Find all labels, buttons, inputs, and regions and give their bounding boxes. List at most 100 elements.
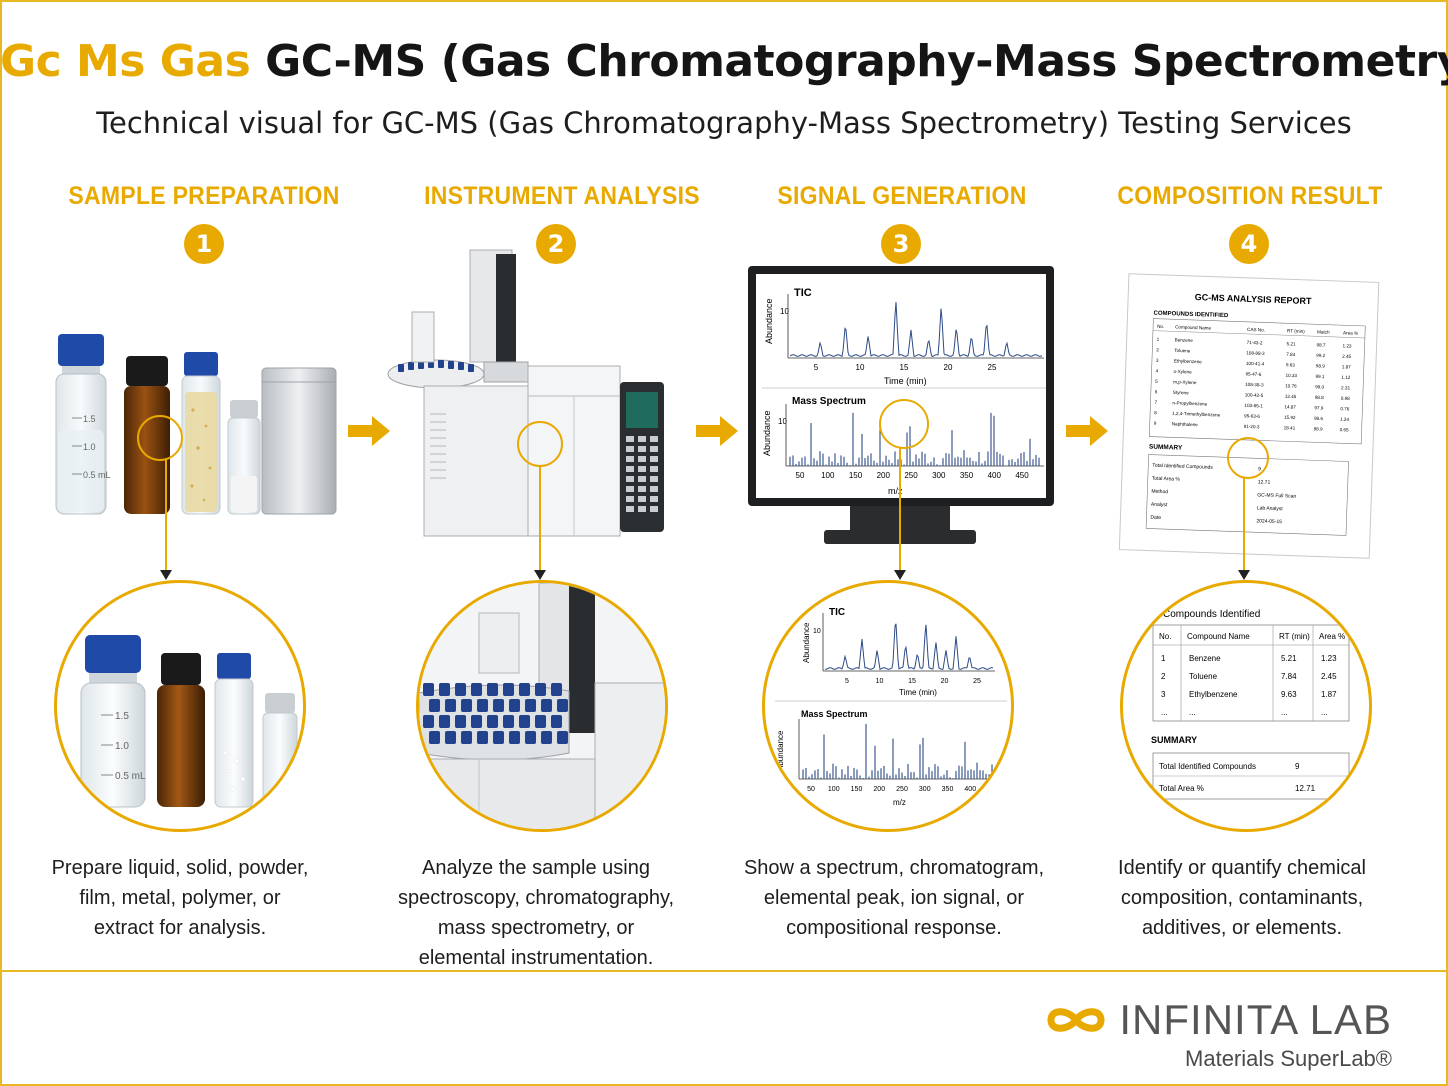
- step-3-badge: 3: [881, 224, 921, 264]
- zoom-report-summary-value: 12.71: [1295, 784, 1316, 793]
- tic-label: TIC: [794, 287, 812, 299]
- logo-tagline: Materials SuperLab®: [1185, 1046, 1392, 1071]
- report-cell: 99.1: [1315, 374, 1325, 379]
- tray-vial: [439, 683, 450, 696]
- tray-vial: [429, 699, 440, 712]
- report-cell: 98.9: [1316, 363, 1326, 368]
- zoom-tic-y-tick: 10: [813, 628, 821, 635]
- report-cell: 5: [1155, 379, 1158, 384]
- zoom-vial-mark-0-5: 0.5 mL: [115, 771, 146, 782]
- report-cell: o-Xylene: [1173, 369, 1192, 375]
- report-cell: 0.76: [1340, 406, 1350, 411]
- ms-label: Mass Spectrum: [792, 396, 866, 407]
- report-header-cell: Match: [1317, 329, 1330, 334]
- analysis-report-illustration: GC-MS ANALYSIS REPORT COMPOUNDS IDENTIFI…: [1118, 273, 1380, 559]
- report-summary-title: SUMMARY: [1149, 444, 1183, 452]
- axis-tick: 20: [941, 678, 949, 685]
- axis-tick: 250: [904, 471, 918, 480]
- report-cell: 2.31: [1341, 385, 1351, 390]
- report-cell: m,p-Xylene: [1173, 379, 1197, 385]
- gc-ms-instrument-illustration: [387, 249, 664, 537]
- zoom-report-cell: 9.63: [1281, 690, 1297, 699]
- step-1-title: SAMPLE PREPARATION: [68, 182, 340, 210]
- zoom-ms-label: Mass Spectrum: [801, 709, 868, 719]
- step-3-title: SIGNAL GENERATION: [777, 182, 1027, 210]
- zoom-tic-trace: [824, 623, 994, 670]
- tic-y-label: Abundance: [764, 298, 774, 344]
- connector-3: [894, 448, 906, 580]
- report-cell: 91-20-3: [1244, 424, 1260, 430]
- zoom-report-cell: 5.21: [1281, 654, 1297, 663]
- tray-vial: [471, 683, 482, 696]
- tray-vial: [423, 683, 434, 696]
- zoom-report-header-cell: Area %: [1319, 632, 1345, 641]
- report-cell: 0.98: [1341, 396, 1351, 401]
- report-cell: 1.23: [1342, 343, 1352, 348]
- report-cell: 98.7: [1317, 342, 1327, 347]
- tray-vial: [455, 683, 466, 696]
- small-vial-cap: [230, 400, 258, 418]
- zoom-report-cell: 2: [1161, 672, 1166, 681]
- zoom-report-header-cell: Compound Name: [1187, 632, 1250, 641]
- zoom-vial-mark-1-0: 1.0: [115, 741, 129, 752]
- zoom-report-summary-title: SUMMARY: [1151, 735, 1197, 745]
- zoom-report-cell: Ethylbenzene: [1189, 690, 1238, 699]
- infinity-logo-icon: [1047, 1008, 1105, 1032]
- tic-x-label: Time (min): [884, 376, 927, 386]
- ms-bars: [789, 412, 1040, 466]
- zoom-report-header-cell: RT (min): [1279, 632, 1310, 641]
- axis-tick: 20: [944, 363, 953, 372]
- step-2-description: Analyze the sample using spectroscopy, c…: [397, 857, 675, 969]
- tray-vial: [455, 715, 466, 728]
- report-cell: 18.41: [1284, 425, 1296, 430]
- page-title: Gc Ms Gas GC-MS (Gas Chromatography-Mass…: [0, 36, 1448, 87]
- zoom-circle-vials: 1.5 1.0 0.5 mL: [54, 580, 306, 832]
- tray-vial: [461, 699, 472, 712]
- tray-vial: [461, 731, 472, 744]
- report-header-cell: RT (min): [1287, 328, 1305, 334]
- report-header-cell: Area %: [1343, 330, 1358, 336]
- axis-tick: 400: [964, 786, 976, 793]
- report-cell: 108-88-3: [1246, 350, 1265, 356]
- axis-tick: 450: [1015, 471, 1029, 480]
- report-cell: 98.9: [1314, 426, 1324, 431]
- report-cell: Benzene: [1175, 337, 1194, 343]
- report-cell: 98.8: [1315, 395, 1325, 400]
- tray-vial: [493, 731, 504, 744]
- tray-vial: [509, 731, 520, 744]
- connector-4: [1238, 478, 1250, 580]
- vial-mark-1-0: 1.0: [83, 442, 96, 452]
- tic-y-tick: 10: [780, 307, 789, 316]
- tray-vial: [525, 731, 536, 744]
- axis-tick: 5: [814, 363, 819, 372]
- ms-y-label: Abundance: [762, 410, 772, 456]
- zoom-report-cell: 7.84: [1281, 672, 1297, 681]
- tray-vial: [551, 715, 562, 728]
- zoom-ms-bars: [802, 723, 999, 779]
- report-summary-value: 9: [1258, 466, 1261, 472]
- tray-vial: [557, 699, 568, 712]
- zoom-report-cell: Benzene: [1189, 654, 1221, 663]
- tray-vial: [525, 699, 536, 712]
- report-summary-label: Total Identified Compounds: [1152, 463, 1213, 471]
- report-cell: 108-38-3: [1245, 382, 1264, 388]
- zoom-tic-y-label: Abundance: [802, 622, 811, 663]
- report-cell: 100-42-5: [1245, 392, 1264, 398]
- clear-vial-cap: [58, 334, 104, 366]
- zoom-report-cell: Toluene: [1189, 672, 1218, 681]
- axis-tick: 150: [851, 786, 863, 793]
- tray-vial: [487, 683, 498, 696]
- zoom-report-cell: 1.23: [1321, 654, 1337, 663]
- flow-arrow-3-icon: [1066, 416, 1108, 446]
- tray-vial: [535, 715, 546, 728]
- flow-arrow-2-icon: [696, 416, 738, 446]
- report-cell: 103-65-1: [1244, 403, 1263, 409]
- tray-vial: [519, 715, 530, 728]
- tray-vial: [471, 715, 482, 728]
- report-cell: 6: [1155, 389, 1158, 394]
- zoom-report-summary-value: 9: [1295, 762, 1300, 771]
- report-cell: 10.33: [1285, 373, 1297, 378]
